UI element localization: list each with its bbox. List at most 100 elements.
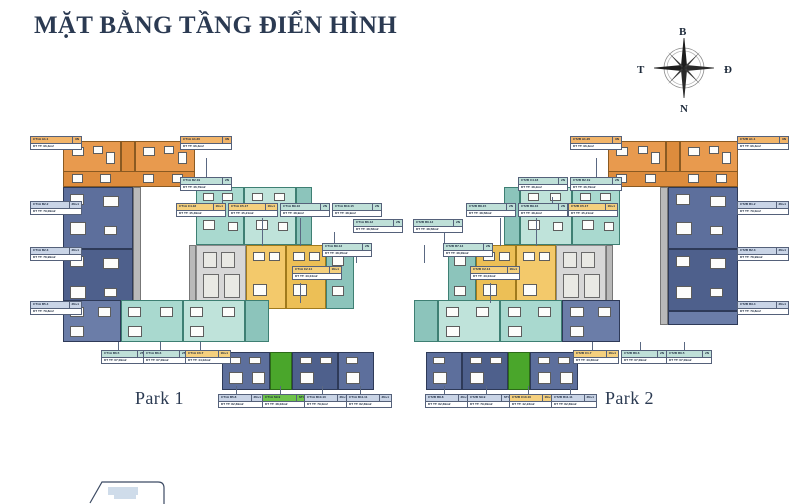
room-fixture xyxy=(528,220,540,230)
room-fixture xyxy=(104,288,117,297)
unit-area: DT TT: 42,23m2 xyxy=(510,401,554,408)
room-fixture xyxy=(651,152,660,164)
unit-type: 2N xyxy=(222,178,231,184)
unit-area: DT TT: 79,0m2 xyxy=(305,401,349,408)
unit-code: CT1A B5.8 xyxy=(219,395,251,401)
unit-type: 1N+1 xyxy=(506,267,519,273)
unit-type: 2N+1 xyxy=(775,248,788,254)
leader-line xyxy=(206,158,207,188)
stairwell xyxy=(563,274,579,298)
unit-code: CT2B B1.2 xyxy=(738,202,776,208)
unit-type: 1N+1 xyxy=(605,351,618,357)
unit-area: DT TT: 45,21m2 xyxy=(569,210,617,217)
unit-type: 3N xyxy=(222,137,231,143)
room-fixture xyxy=(346,372,360,384)
unit-block-teal-p1b xyxy=(245,300,269,342)
room-fixture xyxy=(252,372,265,384)
park2-caption: Park 2 xyxy=(605,388,654,408)
unit-code: CT1A C6.7 xyxy=(186,351,218,357)
unit-code: CT1A B10.15 xyxy=(333,204,372,210)
park1-caption: Park 1 xyxy=(135,388,184,408)
room-fixture xyxy=(470,372,484,384)
room-fixture xyxy=(300,372,314,384)
room-fixture xyxy=(476,307,489,317)
room-fixture xyxy=(300,357,312,364)
unit-code: CT2B C2.14 xyxy=(471,267,507,273)
unit-type: 2N+1 xyxy=(775,302,788,308)
unit-type: 1N+1 xyxy=(328,267,341,273)
unit-code: CT1A C5.17 xyxy=(229,204,265,210)
room-fixture xyxy=(332,256,344,266)
room-fixture xyxy=(143,174,154,183)
leader-line xyxy=(570,386,571,394)
unit-area: DT TT: 48,58m2 xyxy=(354,226,402,233)
room-fixture xyxy=(539,252,550,261)
room-fixture xyxy=(446,326,460,337)
leader-line xyxy=(528,386,529,394)
unit-code: CT2B C1.7 xyxy=(574,351,606,357)
room-fixture xyxy=(190,326,204,337)
room-fixture xyxy=(454,286,466,296)
unit-type: 2N xyxy=(179,351,188,357)
unit-area: DT TT: 48,58m2 xyxy=(467,210,515,217)
unit-type: STU xyxy=(500,395,512,401)
unit-area: DT TT: 96,3m2 xyxy=(571,143,621,150)
unit-area: DT TT: 79,09m2 xyxy=(31,208,81,215)
room-fixture xyxy=(70,286,86,299)
unit-code: CT1A C2.14 xyxy=(293,267,329,273)
unit-code: CT1A B11.11 xyxy=(347,395,379,401)
unit-area: DT TT: 48,58m2 xyxy=(414,226,462,233)
unit-area: DT TT: 43,60m2 xyxy=(574,357,618,364)
unit-code: CT2B B8.8 xyxy=(426,395,458,401)
room-fixture xyxy=(70,326,84,337)
leader-line xyxy=(236,386,237,394)
room-fixture xyxy=(249,357,261,364)
unit-area: DT TT: 79,0m2 xyxy=(738,208,788,215)
unit-area: DT TT: 46,79m2 xyxy=(181,184,231,191)
unit-code: CT1A B2.3 xyxy=(31,248,69,254)
leader-line xyxy=(118,342,119,350)
room-fixture xyxy=(604,222,614,231)
